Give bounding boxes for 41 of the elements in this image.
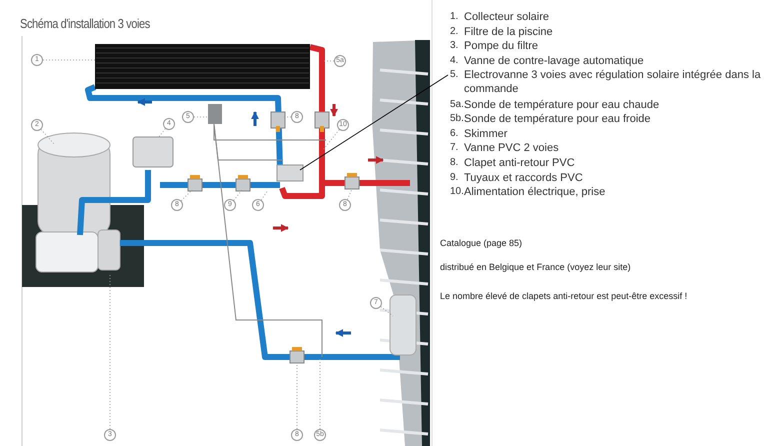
leader-line (194, 116, 208, 118)
leader-line (260, 190, 268, 200)
list-number: 1. (450, 10, 458, 24)
list-number: 4. (450, 54, 458, 68)
list-text: Filtre de la piscine (464, 24, 553, 39)
list-number: 9. (450, 170, 458, 185)
list-text: Alimentation électrique, prise (464, 185, 606, 200)
list-number: 7. (450, 141, 458, 156)
leader-line (296, 364, 298, 430)
list-text: Collecteur solaire (464, 10, 549, 24)
note-text: Le nombre élevé de clapets anti-retour est peut-être excessif ! (440, 290, 688, 302)
list-text: Sonde de température pour eau chaude (464, 98, 660, 112)
leader-line (300, 74, 448, 170)
list-text: Vanne PVC 2 voies (464, 141, 559, 156)
leader-line (233, 190, 242, 201)
leader-line (284, 116, 292, 118)
diagram-title: Schéma d'installation 3 voies (20, 16, 150, 31)
list-text: Clapet anti-retour PVC (464, 156, 575, 170)
list-text: Vanne de contre-lavage automatique (464, 54, 644, 68)
list-text: Sonde de température pour eau froide (464, 112, 651, 126)
list-text: Tuyaux et raccords PVC (464, 170, 583, 185)
list-number: 5. (450, 68, 458, 82)
leader-line (347, 188, 352, 200)
list-number: 3. (450, 39, 458, 54)
list-number: 8. (450, 156, 458, 170)
list-number: 10. (450, 185, 464, 200)
leader-line (322, 129, 340, 150)
leader-line (180, 190, 192, 202)
leader-line (40, 129, 56, 146)
list-number: 6. (450, 126, 458, 141)
leader-line (380, 306, 394, 316)
leader-line (322, 60, 334, 62)
note-text: Catalogue (page 85) (440, 237, 522, 249)
list-text: Electrovanne 3 voies avec régulation solaire intégrée dans la commande (464, 68, 762, 96)
note-text: distribué en Belgique et France (voyez leur site) (440, 261, 631, 273)
list-number: 5b. (450, 112, 464, 126)
list-number: 5a. (450, 98, 464, 112)
leader-line (158, 128, 166, 138)
list-text: Pompe du filtre (464, 39, 538, 54)
list-text: Skimmer (464, 126, 508, 141)
list-number: 2. (450, 24, 458, 39)
